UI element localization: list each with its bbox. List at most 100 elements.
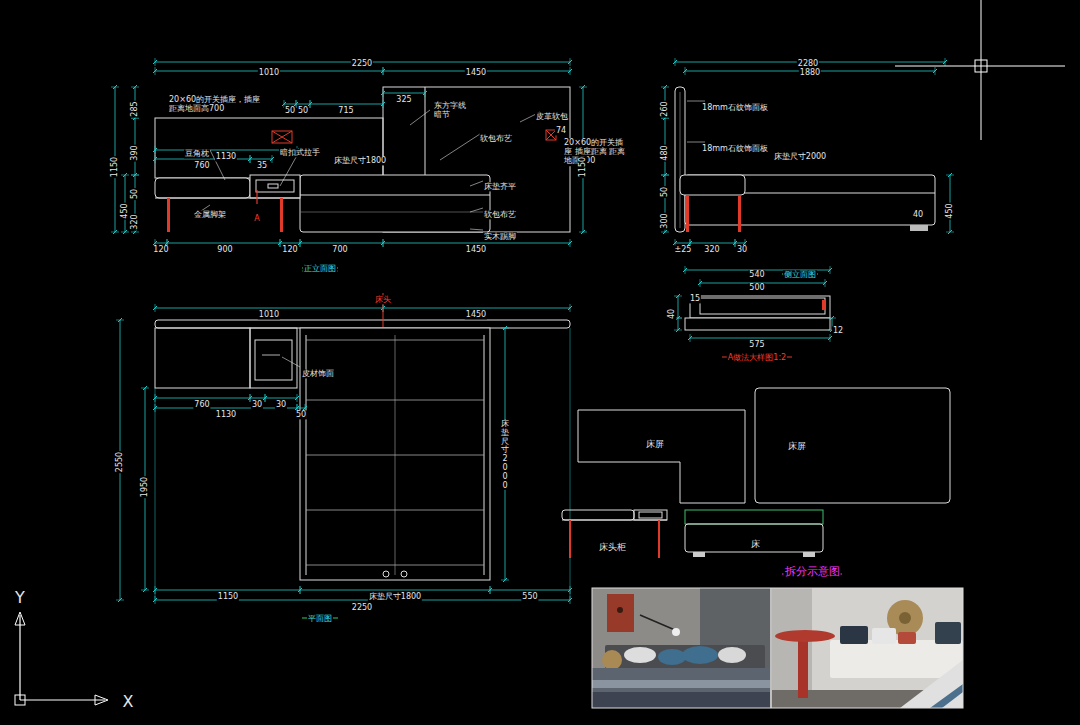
detail-outline <box>685 318 830 330</box>
metal-leg <box>658 520 660 558</box>
annotation-text: 1450 <box>465 245 487 254</box>
cushion <box>935 622 961 644</box>
pillow <box>718 647 746 663</box>
bed-body <box>685 524 823 552</box>
part-outline <box>560 508 670 560</box>
ucs-box <box>15 695 25 705</box>
cymbal-decor <box>899 612 911 624</box>
art-dot <box>617 607 623 613</box>
extension-line <box>570 58 571 66</box>
cushion <box>840 626 868 644</box>
extension-line <box>946 175 954 176</box>
lamp <box>672 628 680 636</box>
detail-circle <box>383 571 389 577</box>
photo-ground <box>772 588 963 708</box>
bench-cushion <box>562 510 634 520</box>
dimension-line <box>297 408 305 409</box>
dimension-line <box>265 398 297 399</box>
extension-line <box>570 328 571 600</box>
dimension-line <box>155 243 167 244</box>
extension-line <box>661 118 669 119</box>
dimension-text: 2550 <box>115 451 124 473</box>
part-name: 床屏 <box>787 441 807 451</box>
dimension-line <box>250 398 265 399</box>
annotation-text: 500 <box>748 283 765 292</box>
dimension-line <box>284 104 296 105</box>
dimension-text: 50 <box>130 188 139 200</box>
dimension-text: 450 <box>945 202 954 219</box>
bed-foot <box>910 225 928 231</box>
extension-line <box>141 590 149 591</box>
bed-stripe <box>930 684 963 708</box>
annotation-text: 1450 <box>465 310 487 319</box>
drawing-line <box>425 87 426 175</box>
extension-line <box>674 330 682 331</box>
outline-rect <box>700 298 825 314</box>
annotation-text: 2250 <box>351 59 373 68</box>
metal-leg <box>569 520 571 558</box>
dimension-text: 1150 <box>578 156 587 178</box>
blanket <box>592 692 770 708</box>
extension-line <box>116 320 124 321</box>
extension-line <box>579 87 587 88</box>
dimension-line <box>735 243 745 244</box>
drawer <box>639 512 662 518</box>
extension-line <box>155 58 156 66</box>
section-marker <box>256 190 257 204</box>
drawing-line <box>272 131 292 143</box>
extension-line <box>300 239 301 247</box>
annotation-text: 1150 <box>217 592 239 601</box>
photo-ground <box>592 588 770 708</box>
annotation-text: 床垫齐平 <box>483 182 517 191</box>
annotation-text: 皮材饰面 <box>301 369 335 378</box>
nightstand-box <box>634 510 667 520</box>
annotation-text: 540 <box>748 270 765 279</box>
cushion <box>898 632 916 644</box>
annotation-text: 12 <box>832 326 844 335</box>
bench-cushion <box>680 175 745 195</box>
extension-line <box>131 118 139 119</box>
headboard-plan <box>155 320 570 328</box>
dimension-line <box>678 318 679 330</box>
dimension-line <box>155 308 383 309</box>
extension-line <box>825 279 826 287</box>
annotation-text: 15 <box>689 294 701 303</box>
dimension-line <box>490 590 570 591</box>
annotation-text: 760 <box>193 400 210 409</box>
annotation-text: 2250 <box>351 603 373 612</box>
dimension-line <box>280 243 300 244</box>
annotation-text: 900 <box>216 245 233 254</box>
extension-line <box>383 100 384 108</box>
cursor-box <box>975 60 987 72</box>
dimension-line <box>383 243 570 244</box>
dimension-line <box>250 159 272 160</box>
annotation-text: 暗扣式拉手 <box>279 148 321 157</box>
dimension-line <box>310 104 383 105</box>
dimension-text: 480 <box>660 144 669 161</box>
part-name: 床头柜 <box>598 542 627 552</box>
bed-top <box>685 510 823 524</box>
bed-plan <box>300 328 490 580</box>
annotation-text: 1010 <box>258 68 280 77</box>
annotation-text: 40 <box>912 210 924 219</box>
extension-line <box>111 232 119 233</box>
annotation-text: 35 <box>256 161 268 170</box>
annotation-text: 拆分示意图 <box>784 566 841 579</box>
part-shape: 床头柜 <box>560 508 670 560</box>
annotation-text: 床垫尺寸1800 <box>368 592 422 601</box>
annotation-text: X <box>122 693 135 711</box>
extension-line <box>280 239 281 247</box>
extension-line <box>155 155 156 163</box>
extension-line <box>490 586 491 594</box>
dimension-text: 1950 <box>140 476 149 498</box>
outline-rect <box>250 328 297 388</box>
extension-line <box>661 175 669 176</box>
annotation-text: 床头 <box>374 295 392 304</box>
headboard-side <box>675 87 685 232</box>
dimension-text: 260 <box>660 100 669 117</box>
extension-line <box>579 232 587 233</box>
extension-line <box>141 388 149 389</box>
ucs-axis <box>20 699 105 700</box>
annotation-text: 50 <box>297 106 309 115</box>
